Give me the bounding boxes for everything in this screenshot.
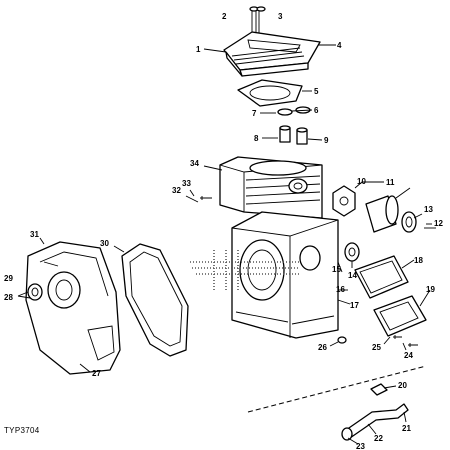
head-bolts bbox=[249, 6, 266, 33]
valve-parts bbox=[277, 106, 311, 145]
callout-23: 23 bbox=[356, 442, 365, 450]
callout-29: 29 bbox=[4, 274, 13, 283]
callout-3: 3 bbox=[278, 12, 283, 21]
callout-15: 15 bbox=[332, 265, 341, 274]
callout-32: 32 bbox=[172, 186, 181, 195]
callout-31: 31 bbox=[30, 230, 39, 239]
small-bolts bbox=[74, 196, 418, 364]
callout-25: 25 bbox=[372, 343, 381, 352]
callout-22: 22 bbox=[374, 434, 383, 443]
callout-28: 28 bbox=[4, 293, 13, 302]
crankcase bbox=[231, 211, 339, 339]
callout-7: 7 bbox=[252, 109, 257, 118]
callout-21: 21 bbox=[402, 424, 411, 433]
callout-2: 2 bbox=[222, 12, 227, 21]
breather-tube bbox=[341, 383, 409, 441]
callout-13: 13 bbox=[424, 205, 433, 214]
callout-5: 5 bbox=[314, 87, 319, 96]
callout-27: 27 bbox=[92, 369, 101, 378]
crankshaft-hidden bbox=[190, 250, 300, 290]
head-gasket bbox=[237, 79, 303, 107]
callout-labels: 1 2 3 4 5 6 7 8 9 10 11 12 13 14 15 16 1… bbox=[4, 12, 443, 450]
callout-20: 20 bbox=[398, 381, 407, 390]
callout-1: 1 bbox=[196, 45, 201, 54]
callout-11: 11 bbox=[386, 178, 395, 187]
callout-14: 14 bbox=[348, 271, 357, 280]
callout-17: 17 bbox=[350, 301, 359, 310]
side-cover bbox=[354, 255, 427, 337]
breather-assembly bbox=[332, 185, 436, 233]
side-gasket bbox=[121, 243, 189, 357]
callout-10: 10 bbox=[357, 177, 366, 186]
callout-9: 9 bbox=[324, 136, 329, 145]
crankcase-cover bbox=[25, 241, 121, 375]
callout-26: 26 bbox=[318, 343, 327, 352]
reference-code: TYP3704 bbox=[4, 426, 40, 435]
callout-19: 19 bbox=[426, 285, 435, 294]
callout-18: 18 bbox=[414, 256, 423, 265]
callout-34: 34 bbox=[190, 159, 199, 168]
leader-lines bbox=[17, 44, 432, 445]
cylinder-block bbox=[219, 156, 323, 219]
callout-33: 33 bbox=[182, 179, 191, 188]
callout-30: 30 bbox=[100, 239, 109, 248]
assembly-reference-line bbox=[247, 365, 427, 413]
callout-8: 8 bbox=[254, 134, 259, 143]
callout-24: 24 bbox=[404, 351, 413, 360]
callout-16: 16 bbox=[336, 285, 345, 294]
cylinder-head bbox=[223, 31, 321, 77]
callout-4: 4 bbox=[337, 41, 342, 50]
oil-seal-right bbox=[344, 242, 360, 262]
callout-12: 12 bbox=[434, 219, 443, 228]
callout-6: 6 bbox=[314, 106, 319, 115]
